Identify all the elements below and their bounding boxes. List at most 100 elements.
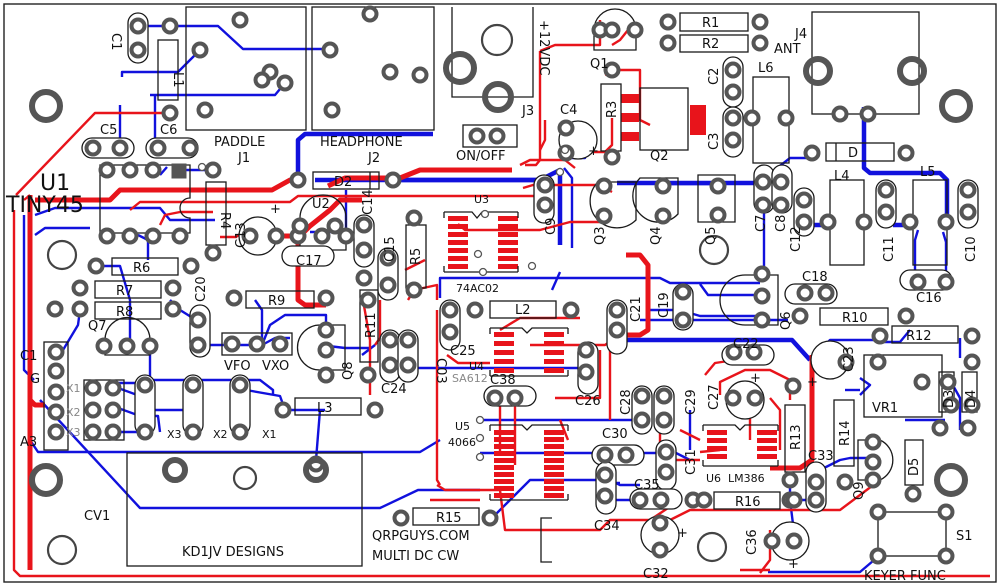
label-vr1: VR1 [872, 401, 898, 416]
pad [184, 423, 202, 441]
pad [724, 389, 742, 407]
pad [864, 433, 882, 451]
via [475, 452, 485, 462]
via [555, 167, 565, 177]
pad [441, 323, 459, 341]
label-lm386: LM386 [728, 472, 765, 485]
refdes-r14: R14 [838, 420, 853, 446]
pad [897, 307, 915, 325]
pad [659, 34, 677, 52]
pad [291, 217, 309, 235]
refdes-q7: Q7 [88, 319, 107, 334]
pad [596, 466, 614, 484]
smd-pad [448, 264, 468, 269]
silk-labels: PADDLE J1 HEADPHONE J2 +12VDC J3 ON/OFF … [5, 20, 973, 584]
pad [379, 276, 397, 294]
pad [772, 196, 790, 214]
pad [104, 423, 122, 441]
refdes-r3: R3 [605, 101, 620, 118]
smd-pad [448, 256, 468, 261]
smd-pad [544, 458, 564, 463]
pad [47, 423, 65, 441]
pad [937, 547, 955, 565]
pad [104, 401, 122, 419]
refdes-l5: L5 [920, 165, 936, 180]
refdes-q4: Q4 [649, 226, 664, 245]
label-12vdc: +12VDC [536, 20, 551, 75]
pad [617, 446, 635, 464]
pad [366, 401, 384, 419]
label-u5: U5 [455, 420, 470, 433]
refdes-c4: C4 [560, 103, 577, 118]
smd-pad [494, 465, 514, 470]
pad [807, 491, 825, 509]
smd-pad [707, 454, 727, 459]
label-j1: J1 [237, 151, 250, 166]
smd-pad [498, 264, 518, 269]
refdes-c24: C24 [381, 382, 407, 397]
label-s1: S1 [956, 529, 973, 544]
pad [746, 389, 764, 407]
refdes-l1: L1 [170, 72, 185, 88]
pad [655, 387, 673, 405]
pad [869, 547, 887, 565]
pad [337, 227, 355, 245]
pad [803, 144, 821, 162]
refdes-c7: C7 [754, 215, 769, 232]
pad [784, 377, 802, 395]
pad [901, 213, 919, 231]
label-j4: J4 [794, 27, 807, 42]
pad [355, 269, 373, 287]
pin1-pad [171, 163, 187, 179]
smd-pad [707, 446, 727, 451]
refdes-r16: R16 [735, 495, 761, 510]
smd-pad [494, 341, 514, 346]
smd-pad [707, 438, 727, 443]
pad [231, 423, 249, 441]
label-site: QRPGUYS.COM [372, 529, 470, 544]
refdes-q8: Q8 [341, 361, 356, 380]
refdes-q2: Q2 [650, 149, 669, 164]
smd-pad [494, 368, 514, 373]
pad [807, 473, 825, 491]
refdes-c21: C21 [629, 296, 644, 322]
smd-pad [448, 216, 468, 221]
pad [751, 34, 769, 52]
refdes-c3: C3 [707, 133, 722, 150]
smd-pad [494, 493, 514, 498]
pad [795, 213, 813, 231]
pad [651, 514, 669, 532]
label-u3: U3 [474, 193, 489, 206]
pad [181, 139, 199, 157]
pad [909, 273, 927, 291]
pad [709, 206, 727, 224]
pad [171, 227, 189, 245]
pad [877, 203, 895, 221]
via [473, 249, 483, 259]
pad [904, 485, 922, 503]
pad [411, 66, 429, 84]
smd-pad [494, 479, 514, 484]
pad [877, 181, 895, 199]
pad [189, 336, 207, 354]
refdes-c9: C9 [544, 218, 559, 235]
via [475, 433, 485, 443]
label-headphone: HEADPHONE [320, 135, 403, 150]
pad [785, 532, 803, 550]
pad [84, 139, 102, 157]
label-designer: KD1JV DESIGNS [182, 545, 284, 560]
pad [149, 139, 167, 157]
via [480, 209, 490, 219]
pad [321, 41, 339, 59]
via [475, 415, 485, 425]
pad [129, 41, 147, 59]
pad [754, 196, 772, 214]
label-j3: J3 [521, 104, 534, 119]
pad [595, 177, 613, 195]
refdes-c27: C27 [707, 384, 722, 410]
smd-pad [494, 437, 514, 442]
refdes-c5: C5 [100, 123, 117, 138]
smd-pad [498, 256, 518, 261]
label-tiny45: TINY45 [5, 193, 84, 218]
